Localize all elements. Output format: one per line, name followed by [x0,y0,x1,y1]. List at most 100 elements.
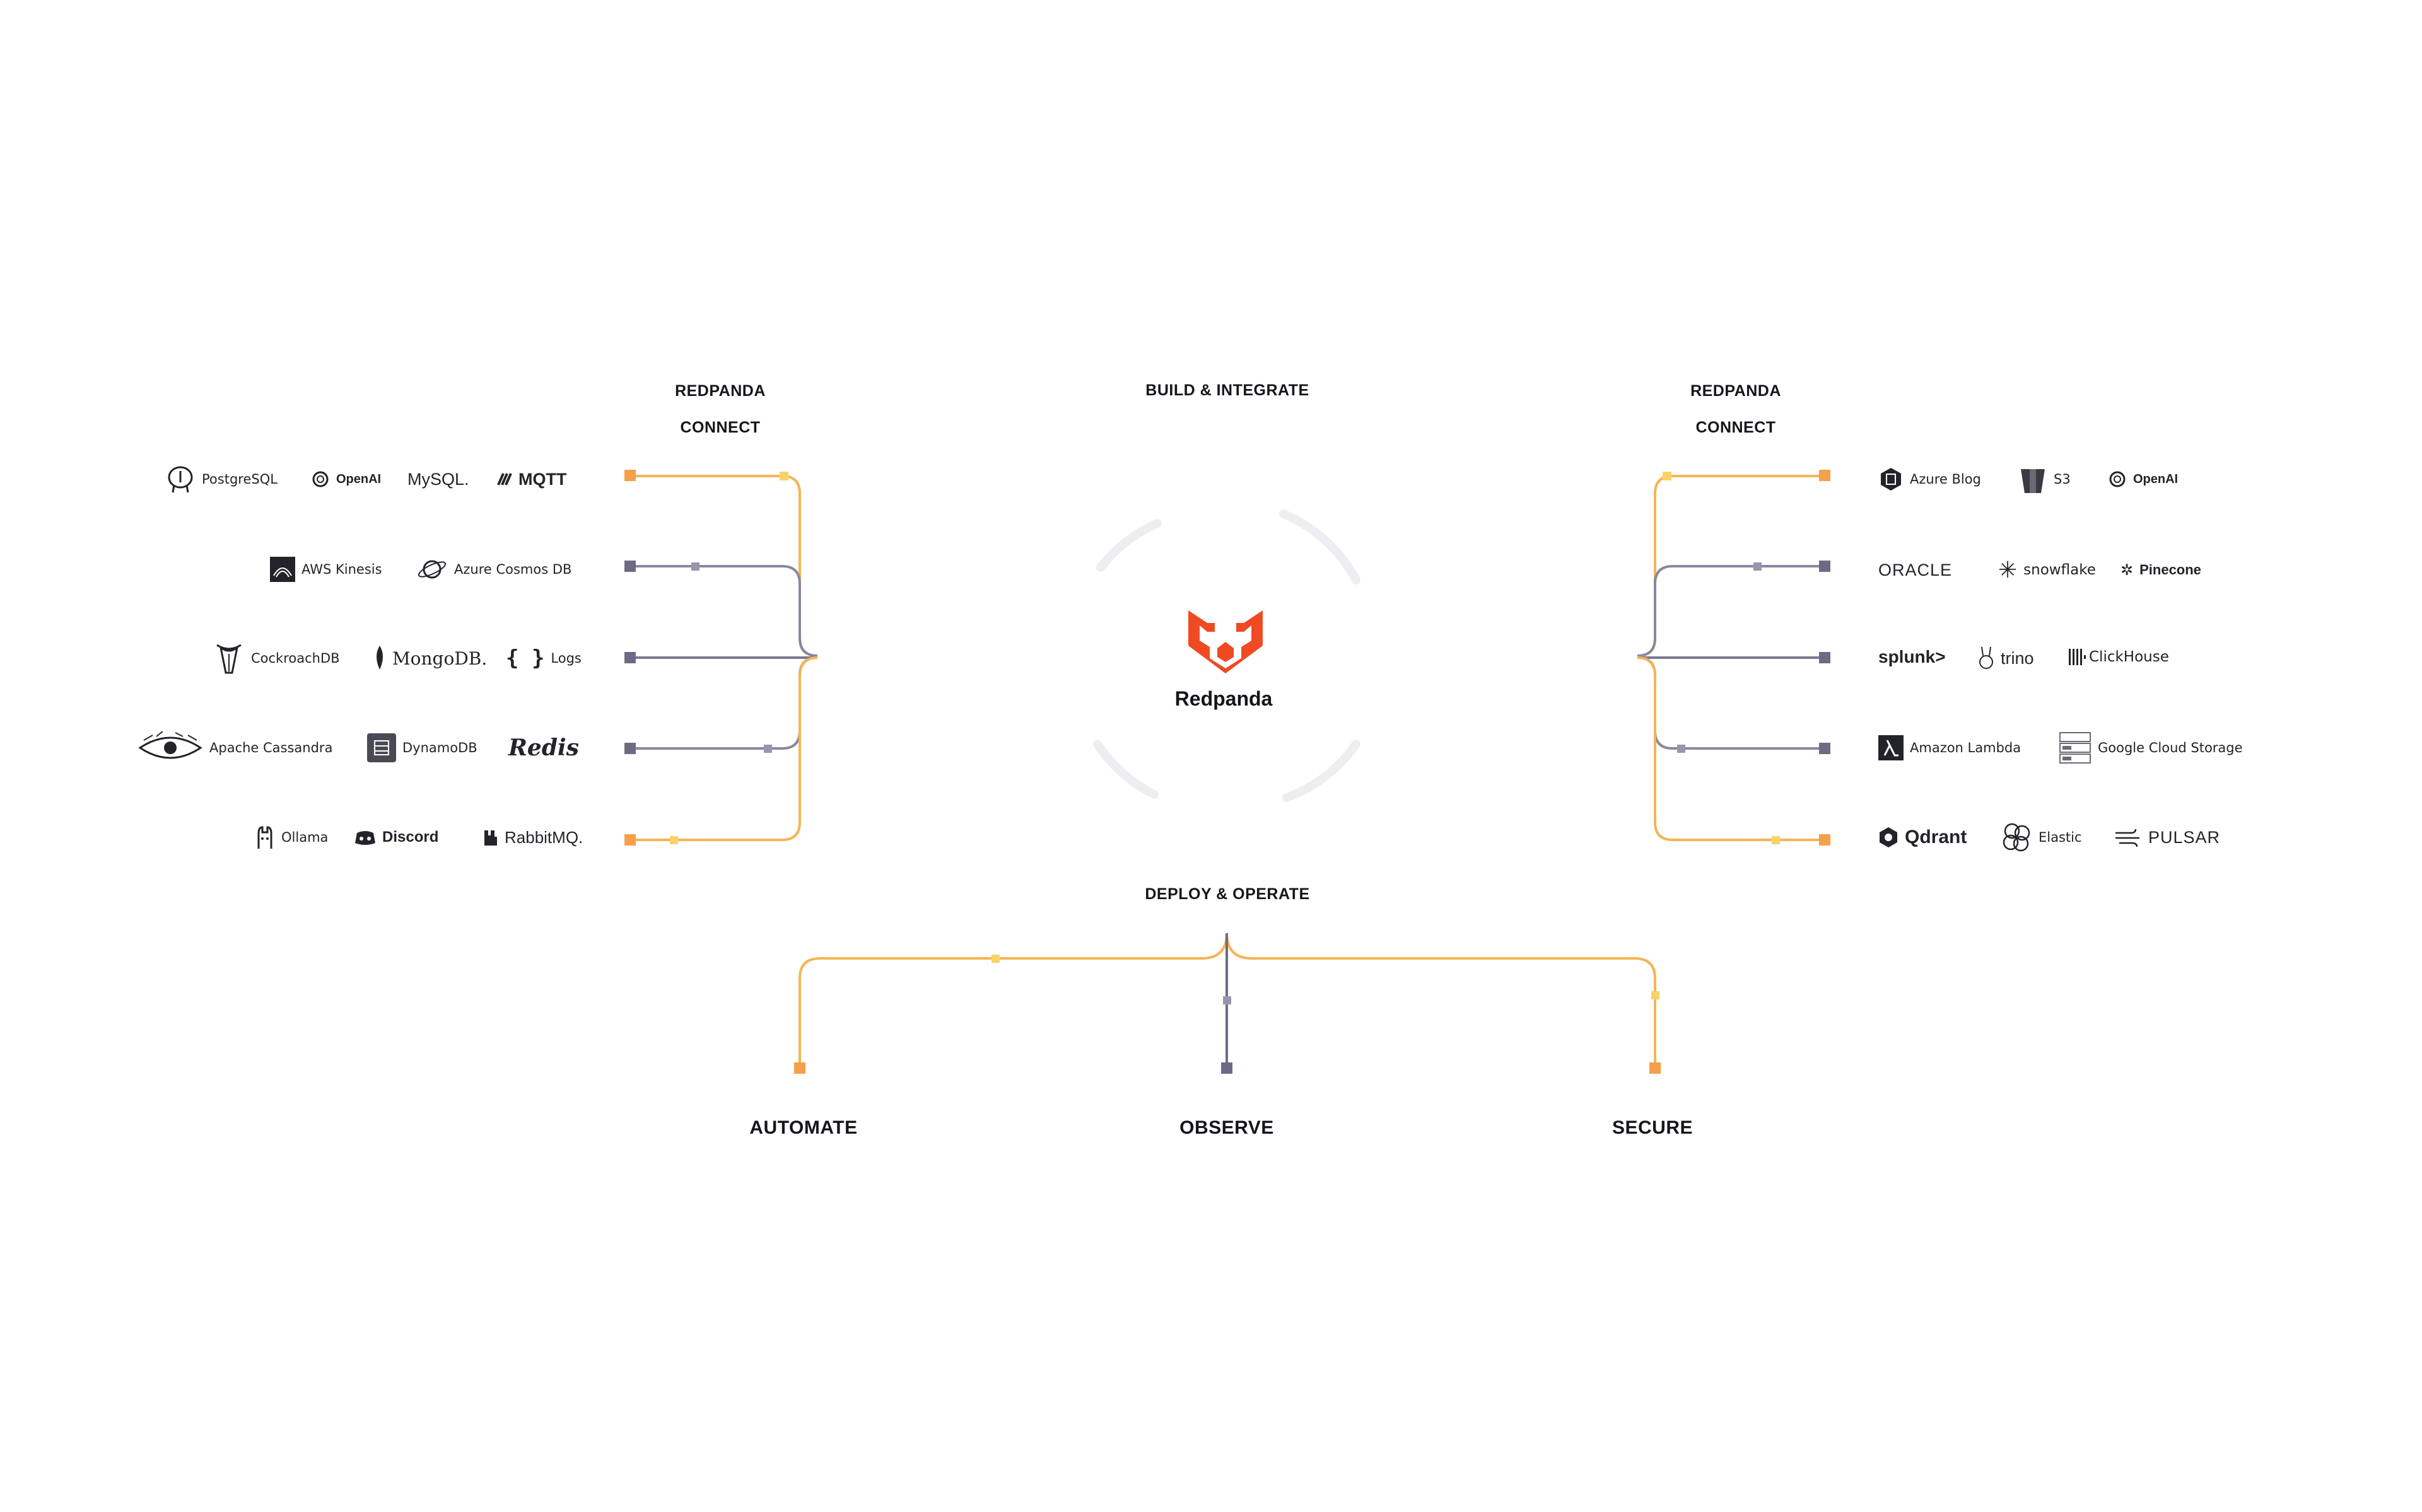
brand-label: Azure Cosmos DB [454,562,572,577]
brand-apache-cassandra[interactable]: Apache Cassandra [137,729,332,767]
ring-arc [1093,740,1159,799]
brand-label: Pinecone [2139,562,2201,578]
brand-oracle[interactable]: ORACLE [1878,551,1952,589]
brand-clickhouse[interactable]: ClickHouse [2069,638,2169,676]
brand-aws-kinesis[interactable]: AWS Kinesis [270,550,382,588]
lambda-icon [1878,735,1904,760]
bucket-icon [2018,463,2047,496]
blob-icon [1878,467,1904,492]
gamepad-icon [354,829,376,846]
brand-mqtt[interactable]: MQTT [497,460,566,498]
brand-cockroachdb[interactable]: CockroachDB [213,639,340,677]
brand-qdrant[interactable]: Qdrant [1878,818,1967,856]
brand-openai[interactable]: OpenAI [311,460,381,498]
brand-label: MySQL. [407,469,469,489]
eye-icon [137,731,203,764]
leaf-icon [373,644,386,672]
openai-knot-icon [311,470,330,489]
brand-label: MQTT [518,469,567,489]
brand-label: Azure Blog [1910,472,1981,487]
build-integrate-header: BUILD & INTEGRATE [1145,381,1309,399]
brand-label: ClickHouse [2089,649,2169,665]
brand-elastic[interactable]: Elastic [2001,818,2082,856]
flower-icon [2001,822,2032,853]
node-yellow [1772,836,1780,844]
ring-arc [1279,509,1360,584]
brand-snowflake[interactable]: ✳ snowflake [1998,551,2096,589]
bunny-icon [1978,646,1994,671]
header-line: CONNECT [1695,419,1776,436]
redpanda-logo-icon [1188,610,1263,673]
brand-pulsar[interactable]: PULSAR [2114,818,2220,856]
brand-google-cloud-storage[interactable]: Google Cloud Storage [2059,729,2243,767]
header-line: REDPANDA [1690,382,1781,400]
brand-logs[interactable]: { } Logs [506,639,582,677]
right-connectors [1350,475,1824,841]
brand-dynamodb[interactable]: DynamoDB [367,729,477,767]
bottom-line-secure [1226,933,1656,1066]
cockroach-icon [213,641,245,675]
center-ring [1093,509,1360,802]
database-icon [367,733,396,762]
brand-label: Apache Cassandra [209,740,333,755]
brand-trino[interactable]: trino [1978,639,2034,677]
node-slate [624,561,636,572]
snowflake-icon: ✳ [1998,557,2018,583]
node-slate [1819,561,1830,572]
brand-mongodb[interactable]: MongoDB. [373,639,487,677]
node-orange [1819,470,1830,481]
brand-label: PostgreSQL [202,472,278,487]
openai-knot-icon [2108,470,2127,489]
brand-pinecone[interactable]: ✲ Pinecone [2121,551,2201,589]
brand-label: Ollama [281,830,329,845]
brand-label: RabbitMQ. [505,827,583,847]
left-nodes [624,470,788,846]
brand-s3[interactable]: S3 [2018,460,2071,498]
brand-ollama[interactable]: Ollama [255,818,328,856]
secure-label: SECURE [1612,1117,1694,1138]
bottom-line-automate [799,933,1228,1066]
node-orange [794,1062,805,1074]
brand-label: snowflake [2023,562,2096,578]
brand-redis[interactable]: Redis [508,729,579,767]
left-connect-header: REDPANDA CONNECT [638,373,802,446]
brand-rabbitmq[interactable]: RabbitMQ. [483,818,583,856]
ring-arc [1096,519,1162,572]
kinesis-icon [270,557,295,582]
node-slate-small [1677,745,1685,753]
left-line-5 [631,656,818,841]
node-yellow [670,836,678,844]
brand-label: S3 [2054,472,2071,487]
bottom-nodes [794,955,1661,1074]
brand-label: PULSAR [2148,827,2221,847]
brand-discord[interactable]: Discord [354,818,438,856]
brand-label: Elastic [2039,830,2082,845]
brand-label: Discord [382,829,439,846]
redpanda-name: Redpanda [1174,687,1273,710]
node-yellow [992,955,1000,963]
bars-icon [2069,649,2086,665]
logo-shape [1188,610,1263,673]
brand-azure-blob[interactable]: Azure Blog [1878,460,1981,498]
right-line-2 [1637,565,1824,657]
brand-label: OpenAI [2133,472,2179,486]
brand-splunk[interactable]: splunk> [1878,638,1946,676]
pinecone-icon: ✲ [2121,561,2134,579]
node-orange [1649,1062,1661,1074]
node-slate [624,743,636,754]
node-slate-small [1753,562,1762,571]
rabbit-icon [483,829,498,846]
brand-mysql[interactable]: MySQL. [407,460,469,498]
bottom-connectors [799,839,1656,1069]
brand-label: Logs [551,651,582,666]
observe-label: OBSERVE [1179,1117,1274,1138]
brand-postgresql[interactable]: PostgreSQL [165,460,278,498]
brand-openai-right[interactable]: OpenAI [2108,460,2178,498]
node-slate [1819,652,1830,663]
brand-azure-cosmos[interactable]: Azure Cosmos DB [416,550,571,588]
right-line-5 [1637,656,1824,841]
node-yellow [780,472,788,480]
brand-amazon-lambda[interactable]: Amazon Lambda [1878,729,2021,767]
brand-label: trino [2001,648,2034,668]
